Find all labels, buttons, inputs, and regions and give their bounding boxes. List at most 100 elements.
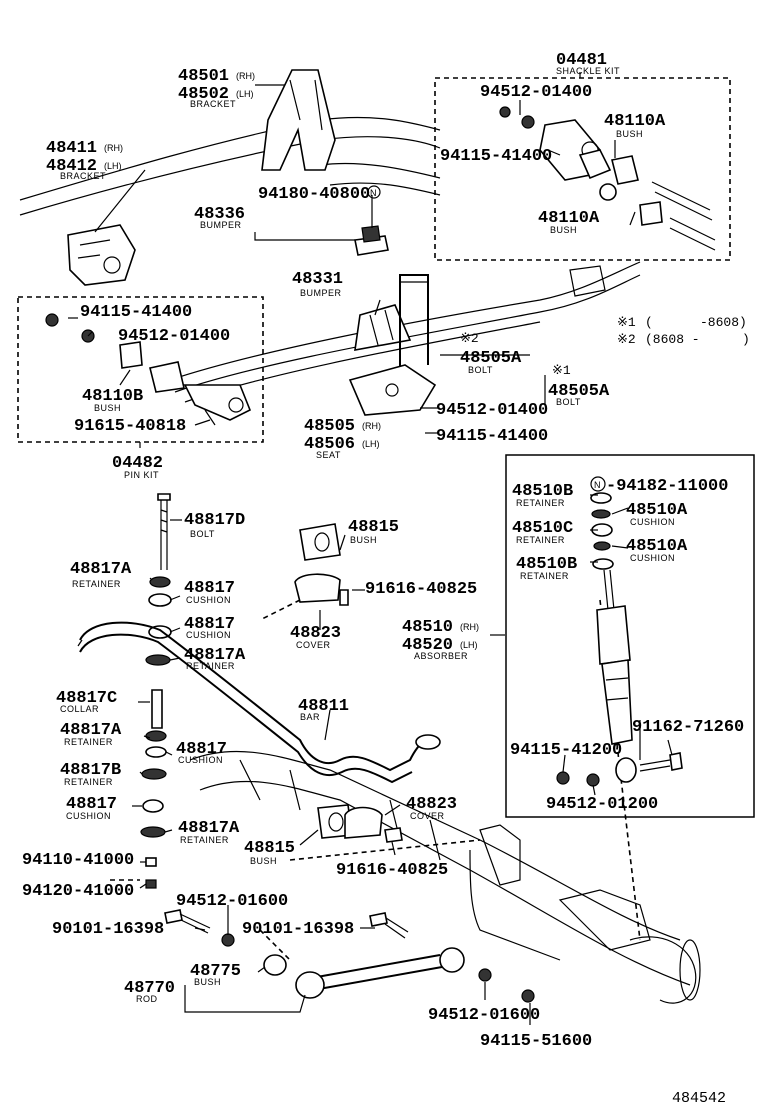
label-48817c: 48817C xyxy=(56,689,117,708)
note-2-close: ) xyxy=(742,332,750,347)
label-48110a-1-name: BUSH xyxy=(616,129,643,139)
label-94182-marker: N xyxy=(594,480,601,490)
label-94512-b: 94512-01400 xyxy=(118,327,230,346)
label-48817-4-name: CUSHION xyxy=(66,811,111,821)
note-1-open: ( xyxy=(645,315,653,330)
label-48815-b-name: BUSH xyxy=(250,856,277,866)
label-48817a-3-name: RETAINER xyxy=(64,737,113,747)
label-48823-b-name: COVER xyxy=(410,811,445,821)
label-48510-side: (RH) xyxy=(460,622,479,632)
label-94120: 94120-41000 xyxy=(22,882,134,901)
label-48510a-1-name: CUSHION xyxy=(630,517,675,527)
label-48817a-2-name: RETAINER xyxy=(186,661,235,671)
label-48510b-1-name: RETAINER xyxy=(516,498,565,508)
label-48817a-3: 48817A xyxy=(60,721,122,740)
label-48505a-2-mark: ※1 xyxy=(552,363,571,378)
label-48505-side: (RH) xyxy=(362,421,381,431)
label-48501-side: (RH) xyxy=(236,71,255,81)
label-91616-b: 91616-40825 xyxy=(336,861,448,880)
label-48823-b: 48823 xyxy=(406,795,457,814)
pin-kit-box xyxy=(17,296,264,443)
label-48817a-2: 48817A xyxy=(184,646,246,665)
label-48817a-1: 48817A xyxy=(70,560,132,579)
label-48817d-name: BOLT xyxy=(190,529,215,539)
label-94512-a: 94512-01400 xyxy=(480,83,592,102)
label-48412-side: (LH) xyxy=(104,161,122,171)
label-94115-d: 94115-51600 xyxy=(480,1032,592,1051)
label-48510c: 48510C xyxy=(512,519,573,538)
label-48412-name: BRACKET xyxy=(60,171,106,181)
label-94115-e: 94115-41200 xyxy=(510,741,622,760)
label-48817d: 48817D xyxy=(184,511,245,530)
label-48110a-2-name: BUSH xyxy=(550,225,577,235)
shackle-kit-box xyxy=(434,77,731,261)
vehicle-frame-drawing xyxy=(19,116,701,1004)
label-48510c-name: RETAINER xyxy=(516,535,565,545)
label-48520: 48520 xyxy=(402,636,453,655)
label-48520-side: (LH) xyxy=(460,640,478,650)
label-48815-a: 48815 xyxy=(348,518,399,537)
label-48510a-2: 48510A xyxy=(626,537,688,556)
label-04481: 04481 xyxy=(556,51,607,70)
label-91162: 91162-71260 xyxy=(632,718,744,737)
note-2-range: (8608 - xyxy=(645,332,700,347)
label-94115-c: 94115-41400 xyxy=(436,427,548,446)
label-48510a-2-name: CUSHION xyxy=(630,553,675,563)
label-48506-name: SEAT xyxy=(316,450,341,460)
n-marker-94180 xyxy=(367,185,381,199)
label-48817a-1-name: RETAINER xyxy=(72,579,121,589)
label-94115-a: 94115-41400 xyxy=(440,147,552,166)
label-48815-a-name: BUSH xyxy=(350,535,377,545)
label-48510b-2: 48510B xyxy=(516,555,577,574)
label-48331: 48331 xyxy=(292,270,343,289)
label-48775-name: BUSH xyxy=(194,977,221,987)
label-48817-2-name: CUSHION xyxy=(186,630,231,640)
label-48510: 48510 xyxy=(402,618,453,637)
label-48817-1: 48817 xyxy=(184,579,235,598)
label-48817-4: 48817 xyxy=(66,795,117,814)
label-48775: 48775 xyxy=(190,962,241,981)
label-48505a-1-name: BOLT xyxy=(468,365,493,375)
label-48501: 48501 xyxy=(178,67,229,86)
label-94180-marker: N xyxy=(370,188,377,198)
label-48815-b: 48815 xyxy=(244,839,295,858)
label-48411-side: (RH) xyxy=(104,143,123,153)
label-94512-d: 94512-01600 xyxy=(176,892,288,911)
note-2-mark: ※2 xyxy=(617,332,636,347)
label-48817-1-name: CUSHION xyxy=(186,595,231,605)
label-48505a-1: 48505A xyxy=(460,349,522,368)
label-91616-a: 91616-40825 xyxy=(365,580,477,599)
label-48823-a-name: COVER xyxy=(296,640,331,650)
label-94512-f: 94512-01200 xyxy=(546,795,658,814)
label-94180: 94180-40800 xyxy=(258,185,370,204)
label-48505a-1-mark: ※2 xyxy=(460,331,479,346)
label-48817-3-name: CUSHION xyxy=(178,755,223,765)
label-94110: 94110-41000 xyxy=(22,851,134,870)
leader-lines xyxy=(68,72,673,1025)
label-48770-name: ROD xyxy=(136,994,158,1004)
label-48505: 48505 xyxy=(304,417,355,436)
absorber-box xyxy=(505,454,755,818)
label-48110a-1: 48110A xyxy=(604,112,666,131)
label-48336-name: BUMPER xyxy=(200,220,242,230)
label-48817b-name: RETAINER xyxy=(64,777,113,787)
label-48110b: 48110B xyxy=(82,387,143,406)
label-94512-c: 94512-01400 xyxy=(436,401,548,420)
label-48817c-name: COLLAR xyxy=(60,704,99,714)
label-48823-a: 48823 xyxy=(290,624,341,643)
label-48502-name: BRACKET xyxy=(190,99,236,109)
label-48336: 48336 xyxy=(194,205,245,224)
label-91615: 91615-40818 xyxy=(74,417,186,436)
label-48331-name: BUMPER xyxy=(300,288,342,298)
n-marker-94182 xyxy=(590,476,606,492)
label-48770: 48770 xyxy=(124,979,175,998)
label-48817-3: 48817 xyxy=(176,740,227,759)
figure-id: 484542 xyxy=(672,1090,726,1107)
label-48505a-2-name: BOLT xyxy=(556,397,581,407)
label-48110b-name: BUSH xyxy=(94,403,121,413)
note-1-range: -8608) xyxy=(700,315,747,330)
part-shapes xyxy=(45,69,716,1003)
label-48817b: 48817B xyxy=(60,761,121,780)
label-94182: -94182-11000 xyxy=(606,477,728,496)
